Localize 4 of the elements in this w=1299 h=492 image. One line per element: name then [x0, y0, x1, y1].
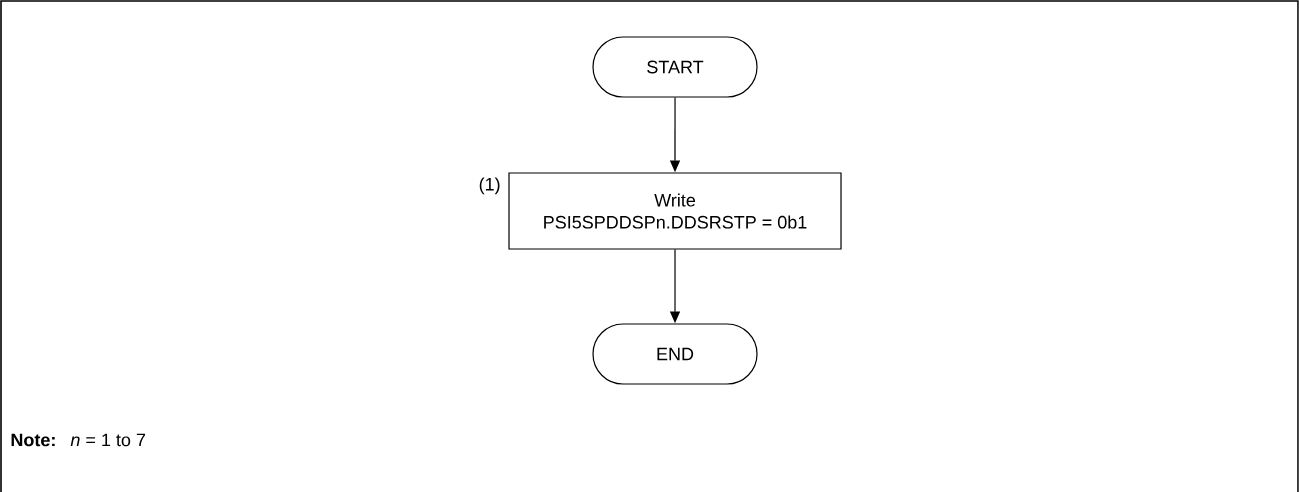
step-number: (1) — [479, 177, 500, 195]
note-text: Note: — [11, 433, 55, 447]
note-text: n = 1 to 7 — [70, 433, 146, 447]
process-box: Write PSI5SPDDSPn.DDSRSTP = 0b1 — [508, 172, 842, 250]
